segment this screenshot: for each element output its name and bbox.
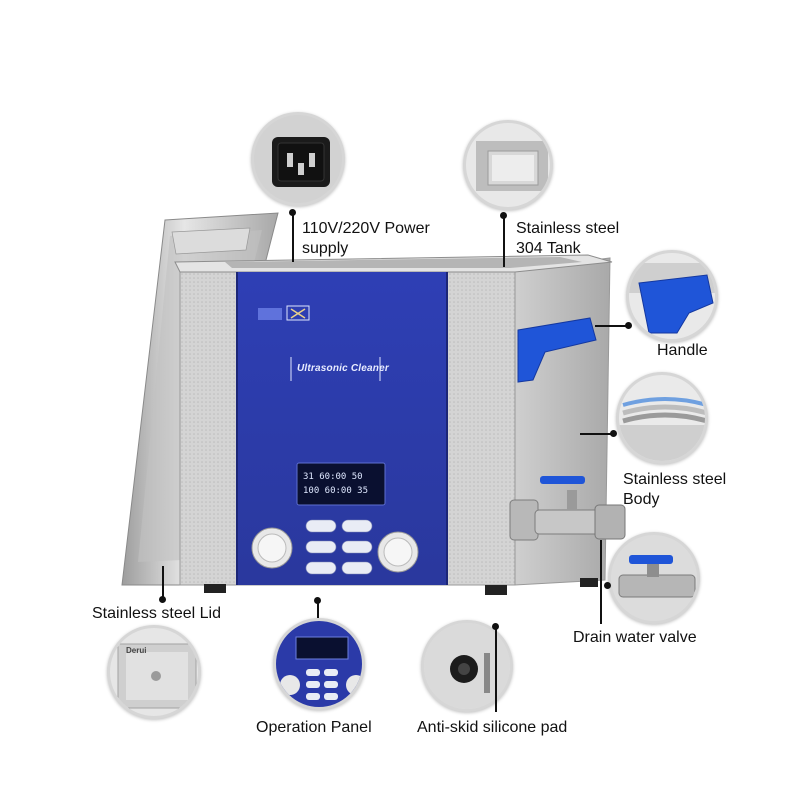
tank-icon	[476, 141, 548, 191]
machine-drain-valve	[509, 476, 626, 541]
body-line	[580, 433, 612, 435]
tank-callout	[463, 120, 553, 210]
handle-line	[595, 325, 627, 327]
panel-title: Ultrasonic Cleaner	[297, 363, 389, 374]
lid-callout: Derui	[107, 625, 201, 719]
body-label: Stainless steel Body	[623, 471, 727, 508]
handle-label: Handle	[657, 342, 708, 359]
operation-panel-label: Operation Panel	[256, 719, 372, 736]
lid-label: Stainless steel Lid	[92, 605, 221, 622]
body-callout	[616, 372, 708, 464]
lid-icon	[117, 643, 197, 709]
panel-line	[317, 600, 319, 618]
control-panel	[236, 272, 448, 585]
power-socket-icon	[272, 137, 330, 187]
power-line	[292, 212, 294, 262]
pad-label: Anti-skid silicone pad	[417, 719, 568, 736]
lid-line	[162, 566, 164, 598]
handle-dot	[625, 322, 632, 329]
pad-line	[495, 626, 497, 712]
operation-panel-callout	[273, 618, 365, 710]
machine-handle	[517, 317, 597, 383]
panel-icon	[280, 636, 362, 700]
drain-valve-callout	[608, 532, 700, 624]
valve-icon	[618, 555, 696, 598]
lid-dot	[159, 596, 166, 603]
lcd-line-1: 31 60:00 50	[303, 472, 363, 482]
lcd-line-2: 100 60:00 35	[303, 486, 369, 496]
pad-callout	[421, 620, 513, 712]
power-supply-label: 110V/220V Power supply	[302, 220, 430, 257]
lid-brand: Derui	[126, 646, 147, 655]
power-supply-callout	[251, 112, 345, 206]
drain-valve-label: Drain water valve	[573, 629, 697, 646]
drain-dot	[604, 582, 611, 589]
tank-label: Stainless steel 304 Tank	[516, 220, 620, 257]
drain-line	[600, 540, 602, 624]
handle-callout	[626, 250, 718, 342]
handle-icon	[629, 263, 715, 334]
body-dot	[610, 430, 617, 437]
tank-line	[503, 215, 505, 267]
